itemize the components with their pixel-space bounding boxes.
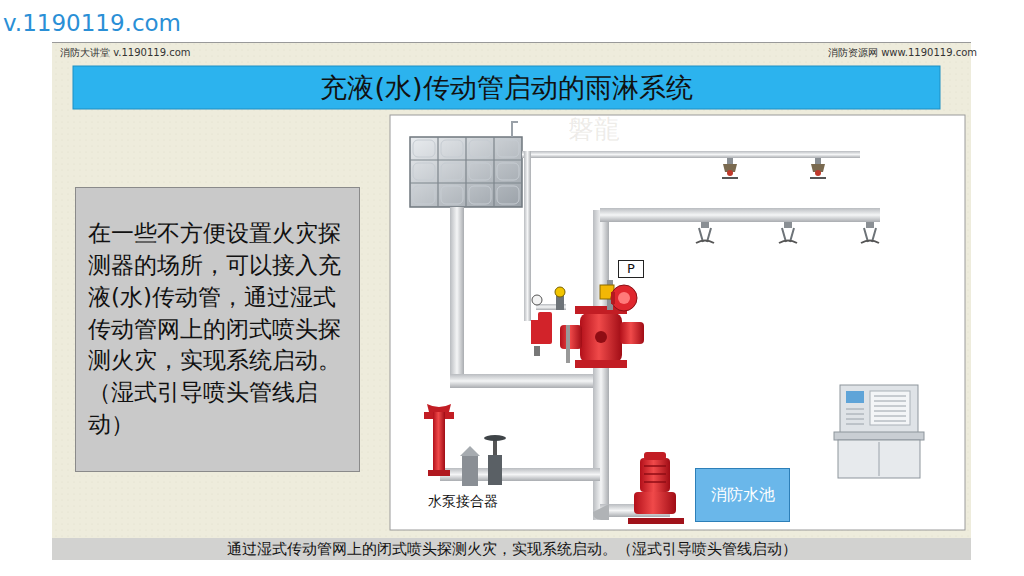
header-note: 消防大讲堂 v.1190119.com bbox=[60, 46, 191, 60]
water-pool-box: 消防水池 bbox=[695, 468, 790, 522]
water-tank bbox=[410, 122, 522, 207]
fire-control-panel bbox=[834, 385, 924, 478]
watermark: 磐龍 bbox=[568, 112, 620, 147]
caption-text: 通过湿式传动管网上的闭式喷头探测火灾，实现系统启动。（湿式引导喷头管线启动） bbox=[52, 538, 971, 560]
header-note: 消防资源网 www.1190119.com bbox=[828, 46, 977, 60]
main-pipe bbox=[440, 207, 880, 520]
site-watermark: v.1190119.com bbox=[3, 10, 181, 36]
pilot-line-pipe bbox=[522, 151, 860, 321]
caption-bar bbox=[52, 538, 971, 560]
pressure-switch bbox=[600, 280, 614, 310]
fire-pump bbox=[628, 452, 684, 524]
node-text: P bbox=[619, 261, 643, 277]
closed-sprinkler bbox=[722, 158, 826, 178]
illustration-panel bbox=[390, 115, 965, 530]
pressure-switch-tag: P bbox=[618, 260, 644, 278]
node-text: 消防水池 bbox=[700, 485, 785, 504]
node-text: 在一些不方便设置火灾探测器的场所，可以接入充液(水)传动管，通过湿式传动管网上的… bbox=[88, 218, 347, 440]
description-box: 在一些不方便设置火灾探测器的场所，可以接入充液(水)传动管，通过湿式传动管网上的… bbox=[75, 187, 360, 472]
slide-title: 充液(水)传动管启动的雨淋系统 bbox=[73, 66, 940, 109]
slide-ground bbox=[52, 42, 971, 560]
pump-adapter bbox=[424, 404, 506, 486]
title-bar bbox=[73, 66, 940, 109]
valve-trim bbox=[531, 287, 570, 363]
deluge-valve bbox=[560, 306, 644, 368]
open-sprinkler bbox=[696, 222, 879, 243]
alarm-bell bbox=[611, 285, 637, 311]
part-label: 水泵接合器 bbox=[428, 493, 498, 511]
